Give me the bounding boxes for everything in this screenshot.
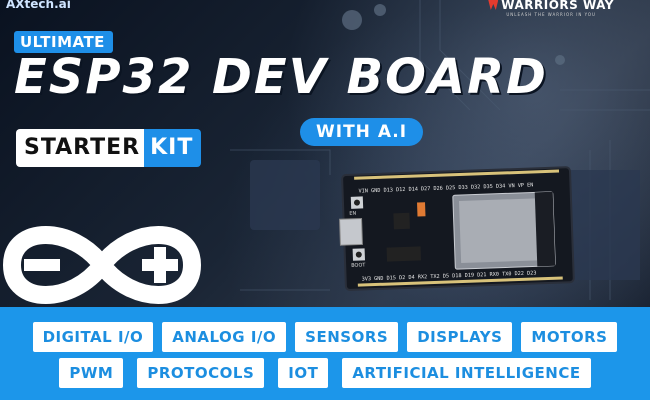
tag-pwm: PWM xyxy=(59,358,124,388)
tag-artificial-intelligence: ARTIFICIAL INTELLIGENCE xyxy=(342,358,591,388)
plus-icon-v xyxy=(154,247,166,283)
en-label: EN xyxy=(349,211,356,217)
starter-kit-badge: STARTER KIT xyxy=(16,129,202,167)
tag-displays: DISPLAYS xyxy=(407,322,513,352)
tag-sensors: SENSORS xyxy=(295,322,399,352)
brand-logo-right: WARRIORS WAY UNLEASH THE WARRIOR IN YOU xyxy=(488,0,614,17)
minus-icon xyxy=(24,259,60,271)
tag-analog-io: ANALOG I/O xyxy=(162,322,287,352)
tag-iot: IOT xyxy=(278,358,329,388)
ultimate-badge: ULTIMATE xyxy=(14,31,113,53)
starter-label: STARTER xyxy=(16,129,145,167)
tag-motors: MOTORS xyxy=(521,322,618,352)
feature-row-2: PWM PROTOCOLS IOT ARTIFICIAL INTELLIGENC… xyxy=(0,358,650,388)
esp32-board: VIN GND D13 D12 D14 D27 D26 D25 D33 D32 … xyxy=(339,166,575,291)
feature-row-1: DIGITAL I/O ANALOG I/O SENSORS DISPLAYS … xyxy=(0,322,650,352)
tag-protocols: PROTOCOLS xyxy=(137,358,265,388)
with-ai-badge: WITH A.I xyxy=(300,118,424,146)
boot-label: BOOT xyxy=(351,262,366,269)
brand-tagline: UNLEASH THE WARRIOR IN YOU xyxy=(506,12,596,17)
brand-name: WARRIORS WAY xyxy=(501,0,614,12)
warrior-logo-icon xyxy=(488,0,499,10)
page-title: ESP32 DEV BOARD xyxy=(14,49,548,105)
arduino-infinity-icon xyxy=(2,226,202,304)
kit-label: KIT xyxy=(144,129,202,167)
brand-logo-left: AXtech.ai xyxy=(6,0,71,11)
tag-digital-io: DIGITAL I/O xyxy=(32,322,154,352)
